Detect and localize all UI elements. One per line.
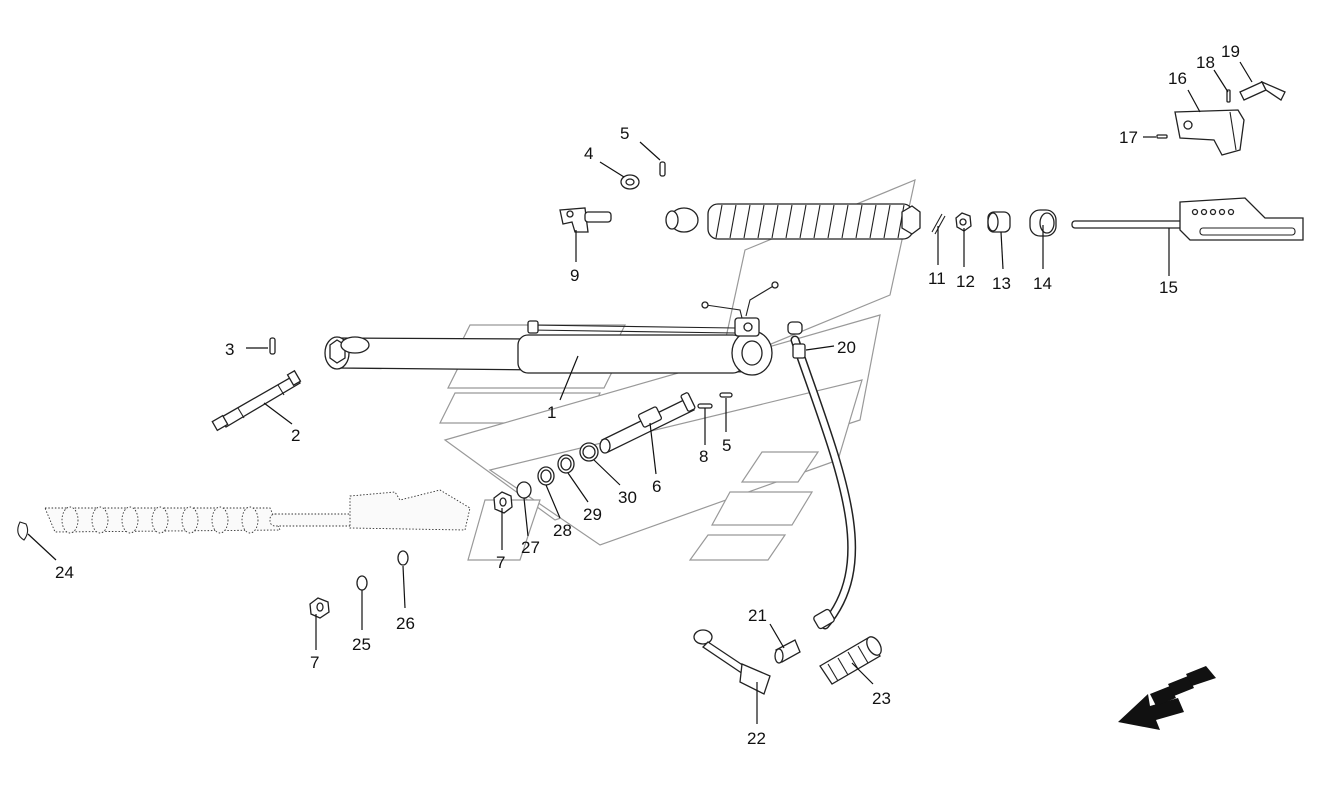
callout-8: 8: [699, 447, 708, 466]
washer-25: [356, 575, 368, 591]
callout-5b: 5: [722, 436, 731, 455]
callout-20: 20: [837, 338, 856, 357]
pivot-shaft: [211, 369, 302, 432]
callout-2: 2: [291, 426, 300, 445]
callout-4: 4: [584, 144, 593, 163]
callout-30: 30: [618, 488, 637, 507]
callout-29: 29: [583, 505, 602, 524]
callout-25: 25: [352, 635, 371, 654]
seal-ring-30: [579, 442, 599, 462]
callout-28: 28: [553, 521, 572, 540]
cotter-pin-11: [931, 213, 946, 235]
pin-17: [1156, 134, 1168, 139]
lift-arm-tube: [324, 281, 779, 376]
split-pin-5a: [659, 161, 666, 177]
callout-16: 16: [1168, 69, 1187, 88]
nut-7a: [493, 491, 513, 514]
callout-13: 13: [992, 274, 1011, 293]
nut-12: [955, 212, 972, 232]
seal-ring-29: [557, 454, 575, 474]
callout-3: 3: [225, 340, 234, 359]
handle-pin-19: [1239, 80, 1286, 101]
pin-18: [1226, 89, 1231, 103]
pin-3: [269, 337, 276, 355]
shaft-6: [599, 392, 696, 454]
callout-26: 26: [396, 614, 415, 633]
callout-5a: 5: [620, 124, 629, 143]
callout-24: 24: [55, 563, 74, 582]
callout-7a: 7: [496, 553, 505, 572]
callout-14: 14: [1033, 274, 1052, 293]
bracket-16: [1174, 109, 1245, 156]
adjusting-rod-15: [1071, 197, 1304, 241]
split-pin-5b: [719, 392, 733, 398]
callout-27: 27: [521, 538, 540, 557]
nut-7b: [309, 597, 330, 619]
callout-18: 18: [1196, 53, 1215, 72]
hydraulic-hose-20: [787, 321, 857, 630]
callout-11: 11: [928, 269, 946, 288]
spring-assembly: [665, 203, 921, 240]
clevis-9: [559, 207, 612, 233]
optional-spring-assembly: [44, 489, 471, 534]
clip-24: [17, 521, 29, 541]
callout-12: 12: [956, 272, 975, 291]
callout-19: 19: [1221, 42, 1240, 61]
washer-26: [397, 550, 409, 566]
pin-8: [697, 403, 713, 409]
seal-ring-27: [516, 481, 532, 499]
callout-6: 6: [652, 477, 661, 496]
grip-23: [819, 636, 882, 685]
bushing-13: [987, 211, 1011, 233]
callout-1: 1: [547, 403, 556, 422]
front-direction-arrow-icon: [1118, 666, 1216, 730]
washer-4: [620, 174, 640, 190]
callout-21: 21: [748, 606, 767, 625]
hose-fitting-21: [774, 639, 801, 664]
callout-7b: 7: [310, 653, 319, 672]
callout-23: 23: [872, 689, 891, 708]
callout-22: 22: [747, 729, 766, 748]
callout-17: 17: [1119, 128, 1138, 147]
seal-ring-28: [537, 466, 555, 486]
leader-lines: [27, 61, 1253, 724]
callout-15: 15: [1159, 278, 1178, 297]
callout-9: 9: [570, 266, 579, 285]
callout-labels: 1 2 3 4 5 5 6 7 7 8 9 11 12 13 14 15 16 …: [55, 42, 1240, 748]
lever-22: [693, 629, 771, 695]
